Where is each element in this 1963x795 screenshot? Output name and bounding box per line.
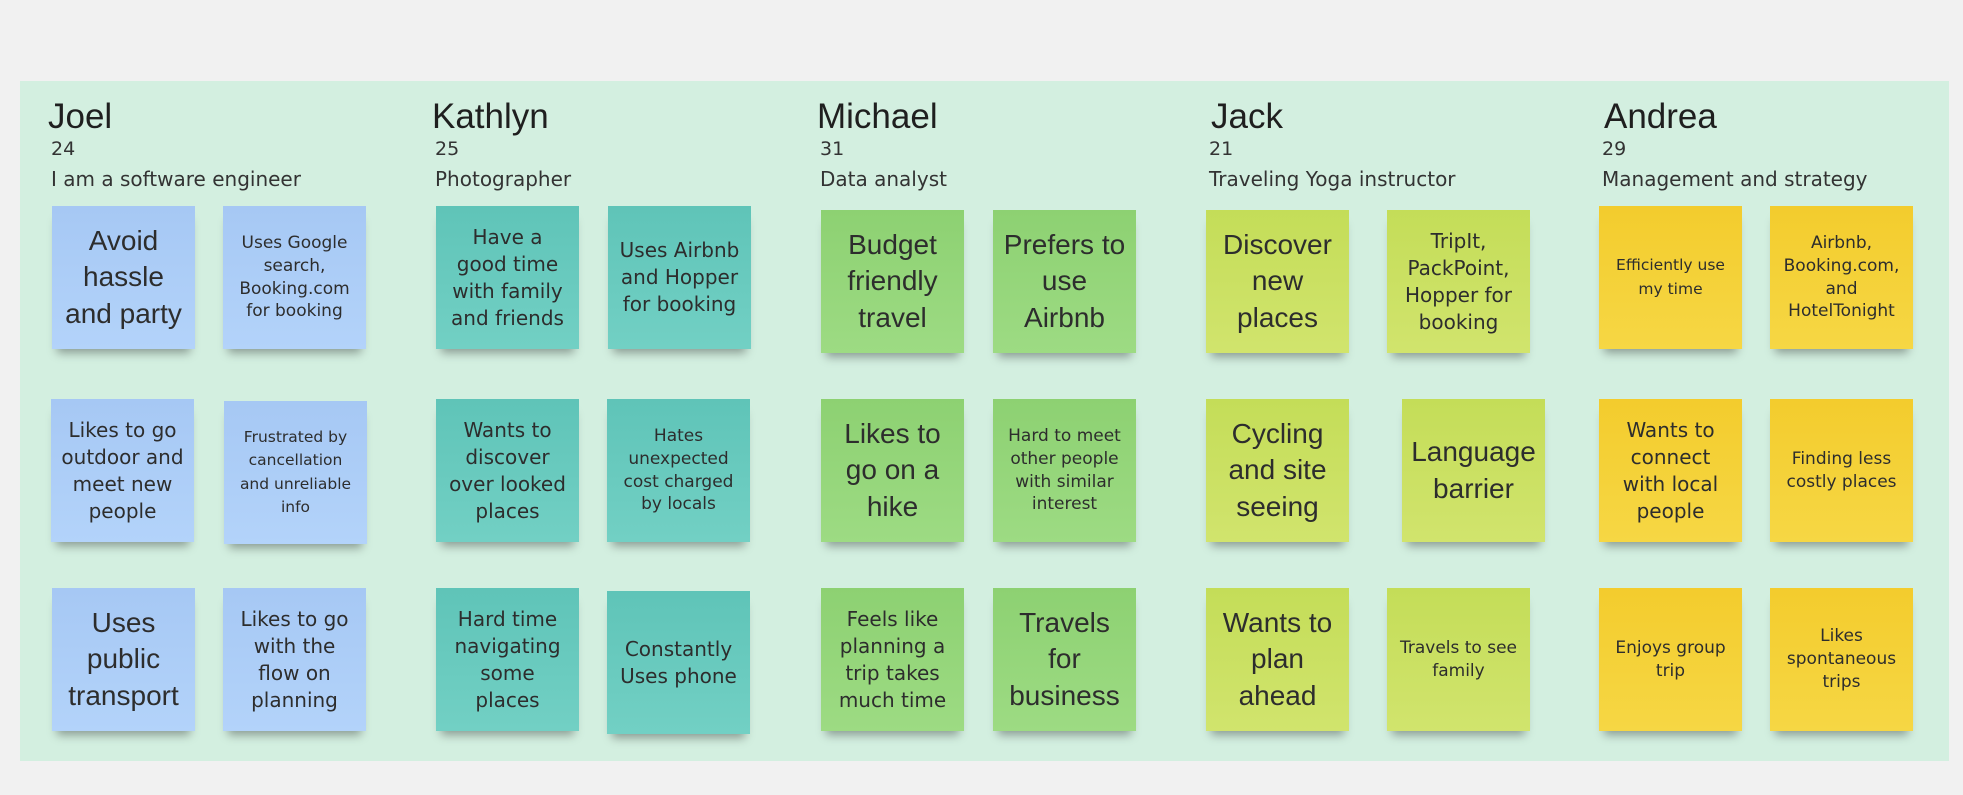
sticky-note[interactable]: Feels like planning a trip takes much ti… (821, 588, 964, 731)
sticky-note[interactable]: Have a good time with family and friends (436, 206, 579, 349)
sticky-note[interactable]: Cycling and site seeing (1206, 399, 1349, 542)
persona-age[interactable]: 29 (1602, 138, 1627, 160)
persona-age[interactable]: 24 (51, 138, 76, 160)
persona-role[interactable]: I am a software engineer (51, 167, 301, 191)
sticky-note[interactable]: Hard to meet other people with similar i… (993, 399, 1136, 542)
sticky-note[interactable]: Discover new places (1206, 210, 1349, 353)
sticky-note[interactable]: Frustrated by cancellation and unreliabl… (224, 401, 367, 544)
persona-name[interactable]: Joel (48, 97, 113, 136)
sticky-note[interactable]: Uses Airbnb and Hopper for booking (608, 206, 751, 349)
sticky-note[interactable]: Likes spontaneous trips (1770, 588, 1913, 731)
persona-role[interactable]: Management and strategy (1602, 167, 1868, 191)
sticky-note[interactable]: Wants to plan ahead (1206, 588, 1349, 731)
sticky-note[interactable]: Wants to connect with local people (1599, 399, 1742, 542)
sticky-note[interactable]: Uses Google search, Booking.com for book… (223, 206, 366, 349)
sticky-note[interactable]: Likes to go outdoor and meet new people (51, 399, 194, 542)
sticky-note[interactable]: Avoid hassle and party (52, 206, 195, 349)
sticky-note[interactable]: Likes to go on a hike (821, 399, 964, 542)
sticky-note[interactable]: Language barrier (1402, 399, 1545, 542)
persona-name[interactable]: Kathlyn (432, 97, 549, 136)
sticky-note[interactable]: Likes to go with the flow on planning (223, 588, 366, 731)
sticky-note[interactable]: Budget friendly travel (821, 210, 964, 353)
sticky-note[interactable]: Hates unexpected cost charged by locals (607, 399, 750, 542)
sticky-note[interactable]: Enjoys group trip (1599, 588, 1742, 731)
sticky-note[interactable]: Finding less costly places (1770, 399, 1913, 542)
sticky-note[interactable]: Travels to see family (1387, 588, 1530, 731)
sticky-note[interactable]: TripIt, PackPoint, Hopper for booking (1387, 210, 1530, 353)
sticky-note[interactable]: Wants to discover over looked places (436, 399, 579, 542)
sticky-note[interactable]: Hard time navigating some places (436, 588, 579, 731)
sticky-note[interactable]: Uses public transport (52, 588, 195, 731)
persona-board: Joel 24 I am a software engineer Avoid h… (20, 81, 1949, 761)
persona-age[interactable]: 25 (435, 138, 460, 160)
persona-role[interactable]: Data analyst (820, 167, 947, 191)
sticky-note[interactable]: Constantly Uses phone (607, 591, 750, 734)
sticky-note[interactable]: Efficiently use my time (1599, 206, 1742, 349)
persona-role[interactable]: Traveling Yoga instructor (1209, 167, 1456, 191)
persona-role[interactable]: Photographer (435, 167, 572, 191)
persona-age[interactable]: 21 (1209, 138, 1234, 160)
persona-name[interactable]: Michael (817, 97, 938, 136)
sticky-note[interactable]: Prefers to use Airbnb (993, 210, 1136, 353)
persona-age[interactable]: 31 (820, 138, 845, 160)
sticky-note[interactable]: Airbnb, Booking.com, and HotelTonight (1770, 206, 1913, 349)
sticky-note[interactable]: Travels for business (993, 588, 1136, 731)
persona-name[interactable]: Andrea (1604, 97, 1717, 136)
persona-name[interactable]: Jack (1211, 97, 1283, 136)
